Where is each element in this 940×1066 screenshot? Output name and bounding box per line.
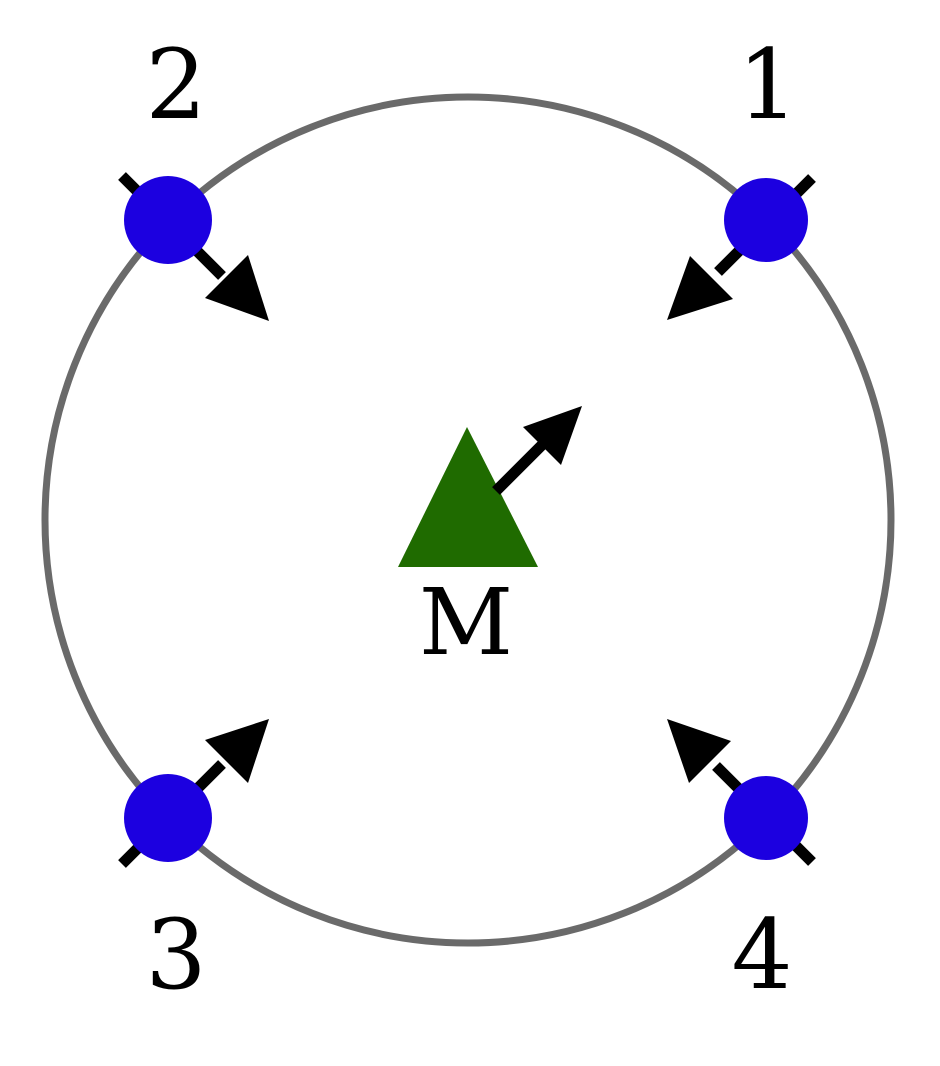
center-marker [398,406,582,567]
circle-icon [724,776,808,860]
center-label: M [419,569,513,676]
circle-icon [724,178,808,262]
arrow-icon [492,440,547,495]
node-1-label: 1 [737,29,798,141]
arrowhead-icon [667,256,733,320]
circle-icon [124,176,212,264]
arrowhead-icon [523,406,582,465]
arrowhead-icon [205,255,269,321]
node-2 [118,172,269,321]
triangle-icon [398,427,538,567]
arrowhead-icon [667,719,731,783]
circle-icon [124,774,212,862]
orbit-ring [41,93,895,947]
node-4 [667,719,816,866]
node-3-label: 3 [145,899,206,1011]
arrowhead-icon [205,719,269,783]
node-1 [667,174,816,320]
node-3 [118,719,269,868]
node-2-label: 2 [145,29,206,141]
node-4-label: 4 [731,899,792,1011]
